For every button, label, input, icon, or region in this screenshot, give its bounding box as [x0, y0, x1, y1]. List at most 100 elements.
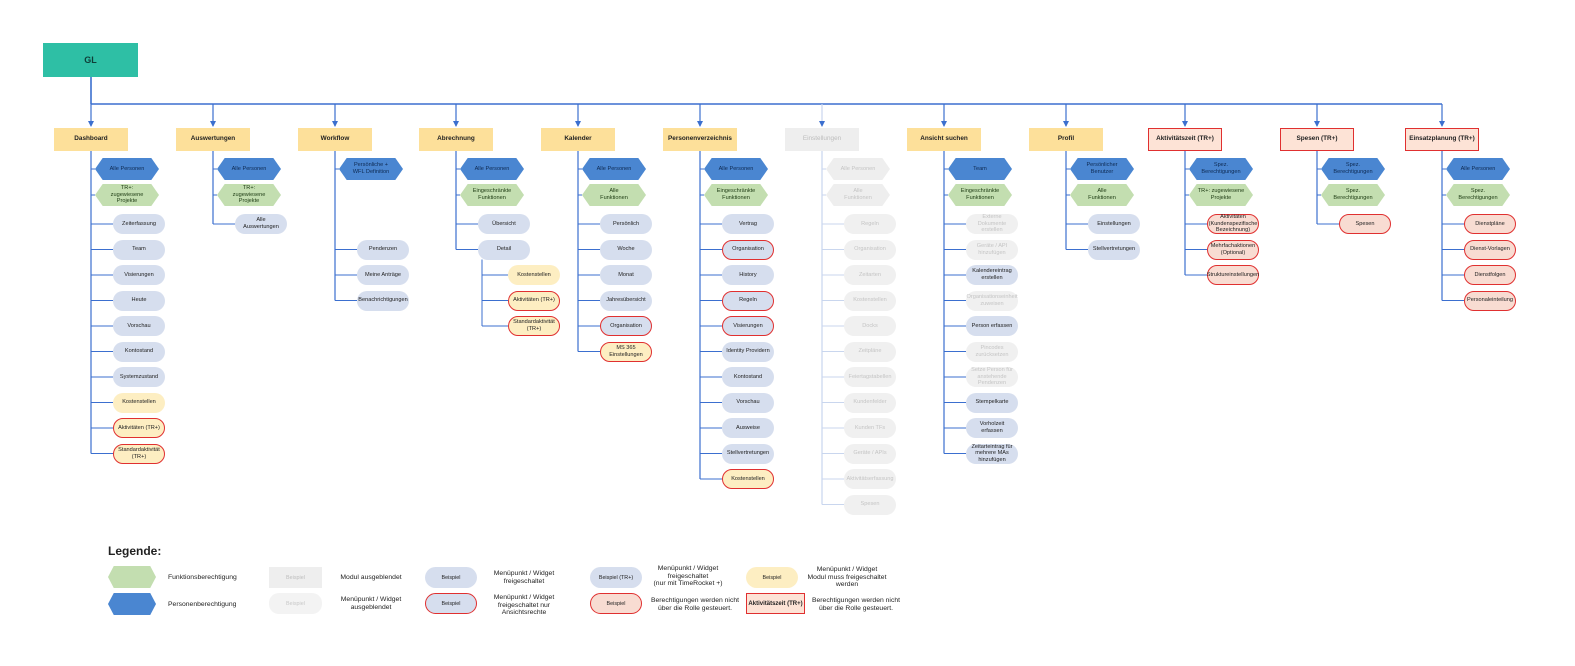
- menu-item-kontostand: Kontostand: [113, 341, 165, 362]
- legend-salmon-item: Beispiel: [590, 593, 642, 614]
- menu-item-person-erfassen: Person erfassen: [966, 316, 1018, 336]
- menu-item-kalendereintrag-erstellen: Kalendereintrag erstellen: [966, 265, 1018, 285]
- menu-item-docks: Docks: [844, 316, 896, 336]
- module-header-auswertungen: Auswertungen: [176, 128, 250, 151]
- permission-hex-alle-personen: Alle Personen: [582, 158, 646, 180]
- root-node-gl: GL: [43, 43, 138, 77]
- permission-hex-eingeschränkte-funktionen: Eingeschränkte Funktionen: [460, 184, 524, 206]
- legend-pers-hex: [108, 593, 156, 615]
- menu-item-dienstfolgen: Dienstfolgen: [1464, 265, 1516, 285]
- menu-item-heute: Heute: [113, 290, 165, 311]
- menu-item-zeitarten: Zeitarten: [844, 265, 896, 285]
- module-header-einsatzplanung-tr: Einsatzplanung (TR+): [1405, 128, 1479, 151]
- menu-item-dienstpläne: Dienstpläne: [1464, 214, 1516, 234]
- menu-item-kontostand: Kontostand: [722, 367, 774, 387]
- menu-item-dienst-vorlagen: Dienst-Vorlagen: [1464, 239, 1516, 260]
- menu-item-stellvertretungen: Stellvertretungen: [1088, 239, 1140, 260]
- menu-item-stempelkarte: Stempelkarte: [966, 392, 1018, 413]
- menu-item-geräte-api-hinzufügen: Geräte / API hinzufügen: [966, 239, 1018, 260]
- menu-item-mehrfachaktionen-optional: Mehrfachaktionen (Optional): [1207, 239, 1259, 260]
- menu-item-vertrag: Vertrag: [722, 214, 774, 234]
- menu-item-spesen: Spesen: [844, 494, 896, 515]
- legend-personenberechtigung: Personenberechtigung: [168, 601, 237, 608]
- menu-item-jahresübersicht: Jahresübersicht: [600, 290, 652, 311]
- menu-item-visierungen: Visierungen: [113, 265, 165, 285]
- menu-item-monat: Monat: [600, 265, 652, 285]
- legend-menupunkt-ausgeblendet: Menüpunkt / Widget ausgeblendet: [340, 596, 402, 611]
- menu-item-kostenstellen: Kostenstellen: [844, 290, 896, 311]
- legend-nicht-gesteuert-2: Berechtigungen werden nicht über die Rol…: [811, 597, 901, 612]
- legend-freigeschaltet: Menüpunkt / Widget freigeschaltet: [493, 570, 555, 585]
- menu-item-ms-365-einstellungen: MS 365 Einstellungen: [600, 341, 652, 362]
- module-header-kalender: Kalender: [541, 128, 615, 151]
- permission-hex-spez-berechtigungen: Spez. Berechtigungen: [1446, 184, 1510, 206]
- permission-hex-alle-personen: Alle Personen: [704, 158, 768, 180]
- legend-yellow-item: Beispiel: [746, 567, 798, 588]
- menu-item-identity-providern: Identity Providern: [722, 341, 774, 362]
- legend-view-only-item: Beispiel: [425, 593, 477, 614]
- legend-disabled-item: Beispiel: [269, 593, 322, 614]
- legend-freigeschaltet-tr: Menüpunkt / Widget freigeschaltet (nur m…: [653, 565, 723, 588]
- menu-item-history: History: [722, 265, 774, 285]
- permission-hex-alle-personen: Alle Personen: [95, 158, 159, 180]
- legend-modul-ausgeblendet: Modul ausgeblendet: [340, 574, 402, 581]
- menu-item-vorschau: Vorschau: [113, 316, 165, 336]
- menu-item-spesen: Spesen: [1339, 214, 1391, 234]
- module-header-workflow: Workflow: [298, 128, 372, 151]
- menu-item-kostenstellen: Kostenstellen: [722, 469, 774, 489]
- menu-item-systemzustand: Systemzustand: [113, 367, 165, 387]
- permission-hex-tr-zugewiesene-projekte: TR+: zugewiesene Projekte: [1189, 184, 1253, 206]
- permission-hex-alle-personen: Alle Personen: [217, 158, 281, 180]
- legend-nicht-gesteuert-1: Berechtigungen werden nicht über die Rol…: [650, 597, 740, 612]
- menu-item-kostenstellen: Kostenstellen: [113, 392, 165, 413]
- legend-funktionsberechtigung: Funktionsberechtigung: [168, 574, 237, 581]
- legend-enabled-item: Beispiel: [425, 567, 477, 588]
- menu-item-kundenfelder: Kundenfelder: [844, 392, 896, 413]
- module-header-profil: Profil: [1029, 128, 1103, 151]
- legend-freigeschaltet-ansicht: Menüpunkt / Widget freigeschaltet nur An…: [493, 594, 555, 617]
- menu-item-standardaktivität-tr: Standardaktivität (TR+): [508, 316, 560, 336]
- legend-red-box: Aktivitätszeit (TR+): [746, 593, 805, 614]
- menu-item-externe-dokumente-erstellen: Externe Dokumente erstellen: [966, 214, 1018, 234]
- menu-item-kostenstellen: Kostenstellen: [508, 265, 560, 285]
- permission-hex-tr-zugewiesene-projekte: TR+: zugewiesene Projekte: [217, 184, 281, 206]
- menu-item-übersicht: Übersicht: [478, 214, 530, 234]
- menu-item-struktureinstellungen: Struktureinstellungen: [1207, 265, 1259, 285]
- menu-item-feiertagstabellen: Feiertagstabellen: [844, 367, 896, 387]
- menu-item-aktivitätserfassung: Aktivitätserfassung: [844, 469, 896, 489]
- legend-tr-item: Beispiel (TR+): [590, 567, 642, 588]
- module-header-dashboard: Dashboard: [54, 128, 128, 151]
- permission-hex-spez-berechtigungen: Spez. Berechtigungen: [1321, 158, 1385, 180]
- legend-title: Legende:: [108, 544, 162, 558]
- legend-muss-freigeschaltet: Menüpunkt / Widget Modul muss freigescha…: [807, 566, 887, 589]
- menu-item-persönlich: Persönlich: [600, 214, 652, 234]
- menu-item-vorschau: Vorschau: [722, 392, 774, 413]
- menu-item-pendenzen: Pendenzen: [357, 239, 409, 260]
- menu-item-zeitpläne: Zeitpläne: [844, 341, 896, 362]
- module-header-einstellungen: Einstellungen: [785, 128, 859, 151]
- permission-hex-spez-berechtigungen: Spez. Berechtigungen: [1189, 158, 1253, 180]
- menu-item-pincodes-zurücksetzen: Pincodes zurücksetzen: [966, 341, 1018, 362]
- menu-item-organisationseinheit-zuweisen: Organisationseinheit zuweisen: [966, 290, 1018, 311]
- menu-item-setze-person-für-anstehende-pendenzen: Setze Person für anstehende Pendenzen: [966, 367, 1018, 387]
- permission-hex-eingeschränkte-funktionen: Eingeschränkte Funktionen: [704, 184, 768, 206]
- menu-item-zeitarteintrag-für-mehrere-mas-hinzufügen: Zeitarteintrag für mehrere MAs hinzufüge…: [966, 443, 1018, 464]
- menu-item-ausweise: Ausweise: [722, 418, 774, 438]
- permission-hex-alle-funktionen: Alle Funktionen: [1070, 184, 1134, 206]
- menu-item-team: Team: [113, 239, 165, 260]
- menu-item-benachrichtigungen: Benachrichtigungen: [357, 290, 409, 311]
- menu-item-geräte-apis: Geräte / APIs: [844, 443, 896, 464]
- legend-func-hex: [108, 566, 156, 588]
- menu-item-einstellungen: Einstellungen: [1088, 214, 1140, 234]
- permission-hex-persönliche-wfl-definition: Persönliche + WFL Definition: [339, 158, 403, 180]
- menu-item-organisation: Organisation: [844, 239, 896, 260]
- menu-item-aktivitäten-tr: Aktivitäten (TR+): [113, 418, 165, 438]
- permission-hex-team: Team: [948, 158, 1012, 180]
- menu-item-detail: Detail: [478, 239, 530, 260]
- module-header-spesen-tr: Spesen (TR+): [1280, 128, 1354, 151]
- permission-hex-alle-personen: Alle Personen: [826, 158, 890, 180]
- module-header-abrechnung: Abrechnung: [419, 128, 493, 151]
- permission-hex-spez-berechtigungen: Spez. Berechtigungen: [1321, 184, 1385, 206]
